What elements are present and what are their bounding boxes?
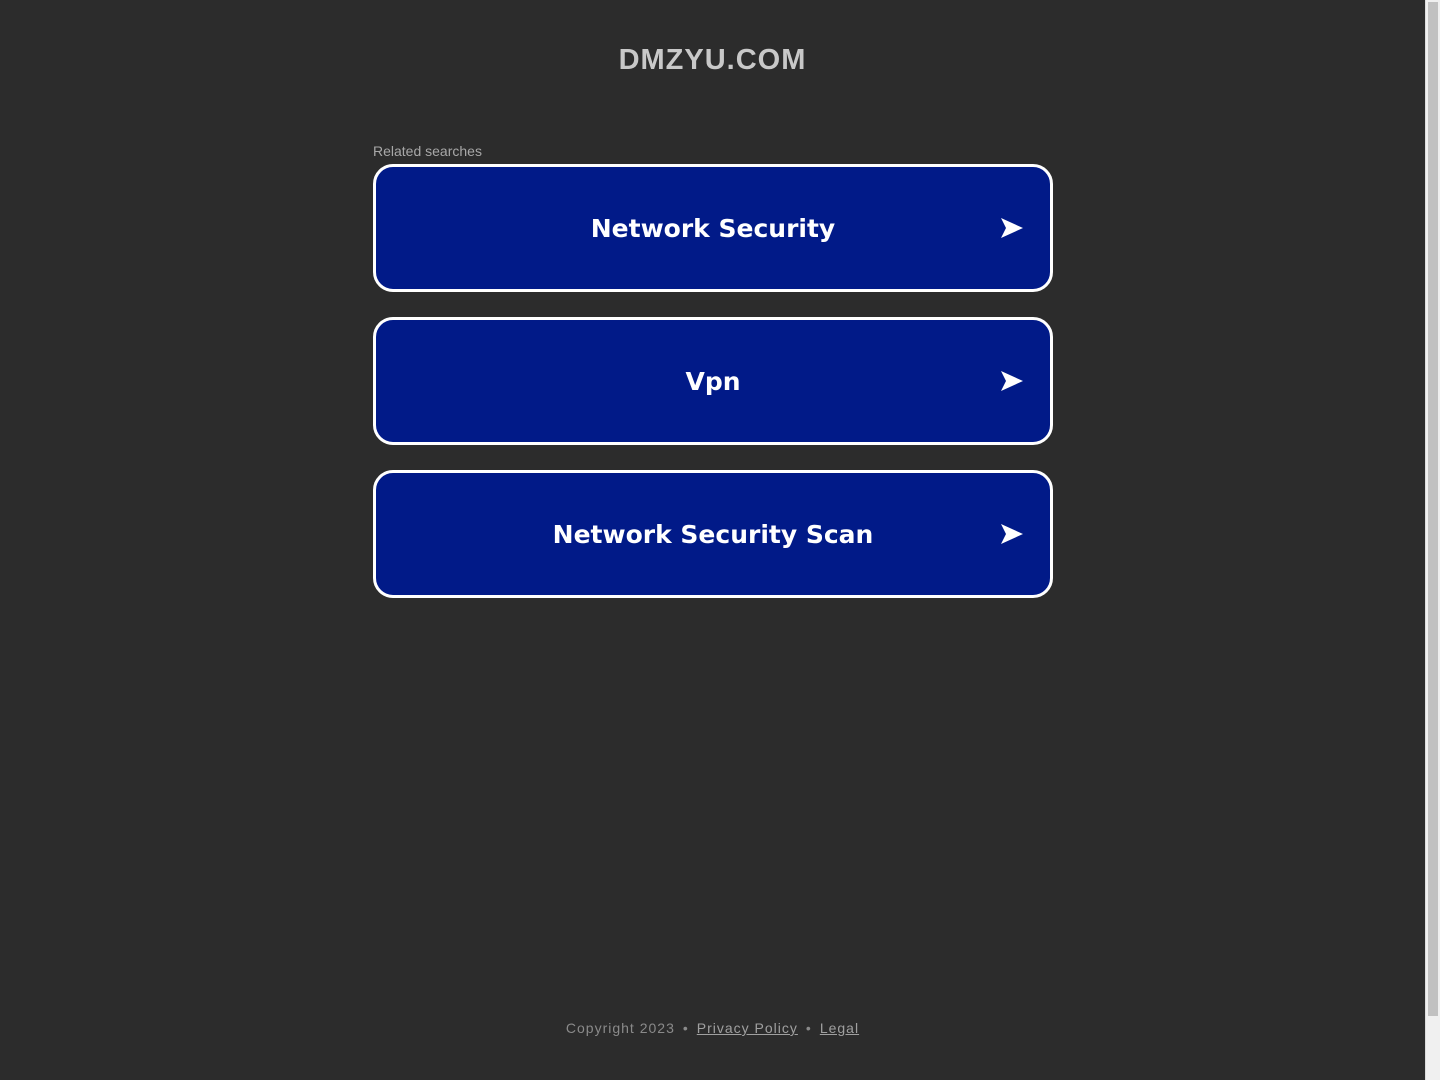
related-search-network-security[interactable]: Network Security [373, 164, 1053, 292]
related-search-label: Network Security [590, 213, 836, 243]
scrollbar-thumb[interactable] [1428, 2, 1438, 1016]
privacy-policy-link[interactable]: Privacy Policy [696, 1020, 798, 1036]
related-searches-label: Related searches [373, 143, 482, 159]
arrow-right-icon [1001, 371, 1023, 391]
arrow-right-icon [1001, 524, 1023, 544]
related-search-label: Network Security Scan [552, 519, 874, 549]
footer: Copyright 2023 • Privacy Policy • Legal [0, 1019, 1425, 1037]
footer-separator: • [805, 1020, 812, 1036]
arrow-right-icon [1001, 218, 1023, 238]
domain-title: DMZYU.COM [618, 44, 807, 76]
legal-link[interactable]: Legal [819, 1020, 860, 1036]
related-search-vpn[interactable]: Vpn [373, 317, 1053, 445]
footer-separator: • [682, 1020, 689, 1036]
copyright-text: Copyright 2023 [565, 1020, 675, 1036]
related-search-label: Vpn [685, 366, 741, 396]
related-search-network-security-scan[interactable]: Network Security Scan [373, 470, 1053, 598]
vertical-scrollbar[interactable] [1425, 0, 1440, 1080]
